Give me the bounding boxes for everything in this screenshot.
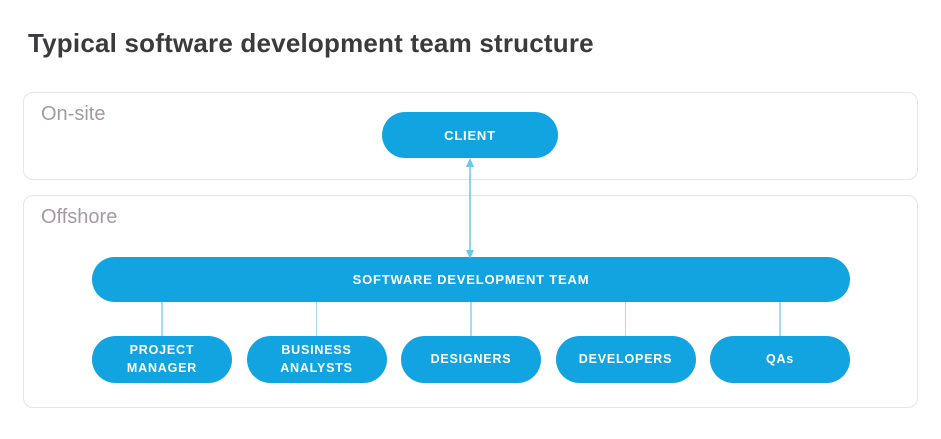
offshore-group-label: Offshore	[41, 206, 118, 228]
connector-line	[315, 302, 318, 336]
diagram-title: Typical software development team struct…	[28, 28, 594, 58]
developers-label: DEVELOPERS	[578, 351, 673, 366]
roles-row: PROJECT MANAGER BUSINESS ANALYSTS DESIGN…	[92, 302, 850, 383]
client-node-label: CLIENT	[444, 127, 496, 143]
qas-label: QAs	[765, 351, 795, 366]
role-cell-business-analysts: BUSINESS ANALYSTS	[246, 302, 387, 383]
business-analysts-node: BUSINESS ANALYSTS	[246, 336, 387, 383]
connector-line	[470, 302, 472, 336]
developers-node: DEVELOPERS	[555, 336, 696, 383]
onsite-group-label: On-site	[41, 103, 106, 125]
role-cell-project-manager: PROJECT MANAGER	[92, 302, 232, 383]
business-analysts-label: BUSINESS ANALYSTS	[280, 343, 353, 375]
connector-line	[161, 302, 163, 336]
software-development-team-label: SOFTWARE DEVELOPMENT TEAM	[352, 272, 590, 287]
project-manager-label: PROJECT MANAGER	[126, 343, 198, 375]
role-cell-designers: DESIGNERS	[401, 302, 541, 383]
designers-node: DESIGNERS	[401, 336, 541, 383]
client-team-bidirectional-arrow	[463, 158, 477, 259]
double-arrow-icon	[466, 158, 474, 259]
project-manager-node: PROJECT MANAGER	[92, 336, 232, 383]
role-cell-qas: QAs	[710, 302, 850, 383]
software-development-team-node: SOFTWARE DEVELOPMENT TEAM	[92, 257, 850, 302]
connector-line	[779, 302, 781, 336]
qas-node: QAs	[710, 336, 850, 383]
role-cell-developers: DEVELOPERS	[555, 302, 696, 383]
client-node: CLIENT	[382, 112, 558, 158]
designers-label: DESIGNERS	[430, 351, 512, 366]
connector-line	[624, 302, 627, 336]
